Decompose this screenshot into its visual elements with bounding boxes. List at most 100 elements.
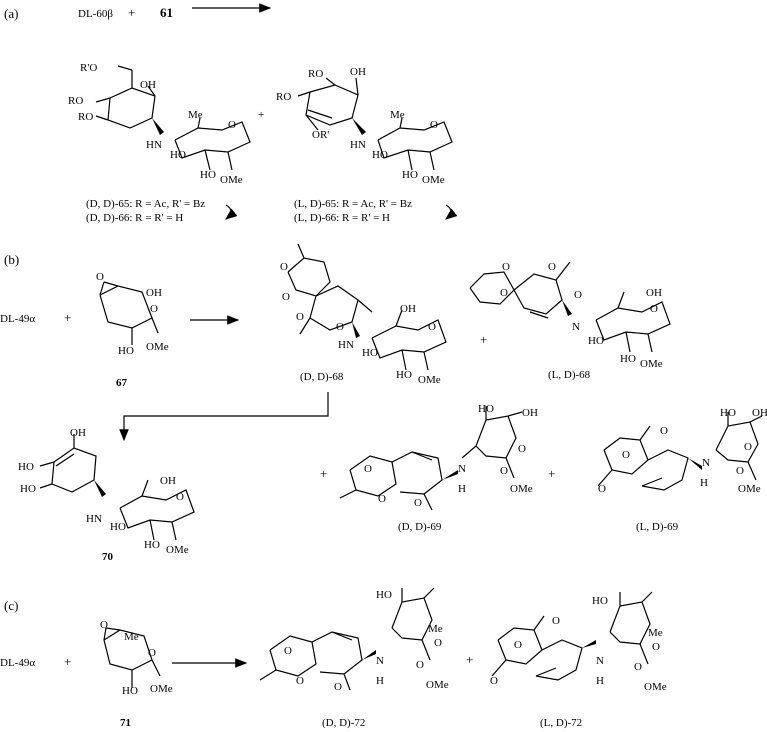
b-68ld-lbl-1: O bbox=[502, 261, 510, 273]
b-69dd-lbl-2: O bbox=[518, 443, 526, 455]
b-67-lbl-2: O bbox=[150, 303, 158, 315]
b-69ld-caption: (L, D)-69 bbox=[636, 521, 679, 533]
b-69ld-lbl-0: HO bbox=[720, 407, 736, 419]
a-left-lbl-1: OH bbox=[140, 79, 156, 91]
panel-b-plus-4: + bbox=[548, 466, 555, 481]
a-right-curved-arrow bbox=[445, 204, 458, 220]
b-69dd-caption: (D, D)-69 bbox=[398, 521, 442, 533]
b-70-lbl-1: HO bbox=[18, 461, 34, 473]
b-68ld-lbl-4: OH bbox=[646, 287, 662, 299]
b-68dd-lbl-8: HO bbox=[396, 369, 412, 381]
a-right-lbl-3: OR' bbox=[312, 129, 329, 141]
b-69ld-lbl-5: O bbox=[598, 483, 606, 495]
b-70-lbl-4: OH bbox=[160, 475, 176, 487]
b-68dd-lbl-2: O bbox=[296, 311, 304, 323]
b-70-num: 70 bbox=[102, 551, 114, 563]
c-71-lbl-0: O bbox=[100, 619, 108, 631]
a-right-lbl-6: HN bbox=[350, 139, 366, 151]
b-69ld-lbl-2: O bbox=[744, 441, 752, 453]
c-72dd-lbl-8: O bbox=[416, 659, 424, 671]
c-72dd-lbl-5: O bbox=[334, 681, 342, 693]
c-71-lbl-2: O bbox=[148, 647, 156, 659]
b-69dd-lbl-0: HO bbox=[478, 403, 494, 415]
panel-c-tag: (c) bbox=[4, 598, 18, 613]
b-68ld-lbl-0: O bbox=[500, 287, 508, 299]
a-left-lbl-6: HN bbox=[146, 139, 162, 151]
a-left-lbl-7: HO bbox=[170, 149, 186, 161]
c-72ld-lbl-6: N bbox=[596, 655, 604, 667]
b-68dd-lbl-6: HN bbox=[338, 339, 354, 351]
compound-67: O OH O HO OMe 67 bbox=[96, 271, 169, 389]
compound-71: O Me O HO OMe 71 bbox=[100, 619, 173, 729]
b-68dd-lbl-9: OMe bbox=[418, 374, 441, 386]
b-68dd-lbl-5: O bbox=[428, 321, 436, 333]
a-left-lbl-5: O bbox=[228, 119, 236, 131]
b-68ld-lbl-9: OMe bbox=[640, 358, 663, 370]
compound-69-dd: HO OH O O O O N H O OMe (D, D)-69 bbox=[339, 403, 538, 533]
panel-a-plus-mid: + bbox=[258, 109, 264, 121]
caption-ld-65: (L, D)-65: R = Ac, R' = Bz bbox=[294, 198, 412, 210]
a-right-lbl-9: OMe bbox=[422, 174, 445, 186]
b-69dd-lbl-3: O bbox=[364, 463, 372, 475]
b-69ld-lbl-1: OH bbox=[752, 407, 767, 419]
c-72ld-lbl-7: H bbox=[596, 675, 604, 687]
b-68dd-caption: (D, D)-68 bbox=[300, 371, 344, 383]
panel-c-reactant1: DL-49α bbox=[0, 657, 35, 669]
a-right-lbl-7: HO bbox=[372, 149, 388, 161]
a-left-lbl-3: RO bbox=[78, 111, 93, 123]
a-left-lbl-0: R'O bbox=[80, 62, 97, 74]
b-69ld-lbl-6: N bbox=[702, 457, 710, 469]
c-72dd-lbl-6: N bbox=[376, 655, 384, 667]
b-68dd-lbl-7: HO bbox=[362, 347, 378, 359]
compound-65-ld: RO OH RO OR' Me O HN HO HO OMe bbox=[276, 66, 453, 186]
a-left-lbl-2: RO bbox=[68, 95, 83, 107]
c-72ld-caption: (L, D)-72 bbox=[540, 717, 582, 729]
c-72ld-lbl-5: O bbox=[490, 675, 498, 687]
compound-69-ld: HO OH O O O O N H O OMe (L, D)-69 bbox=[597, 407, 767, 533]
b-69dd-lbl-1: OH bbox=[522, 407, 538, 419]
panel-c-plus: + bbox=[64, 654, 71, 669]
a-left-lbl-8: HO bbox=[200, 169, 216, 181]
b-70-lbl-5: O bbox=[176, 491, 184, 503]
c-71-lbl-3: HO bbox=[122, 685, 138, 697]
a-right-lbl-2: RO bbox=[276, 91, 291, 103]
compound-72-ld: HO Me O O O O N H O OMe (L, D)-72 bbox=[490, 591, 667, 729]
b-69dd-lbl-8: O bbox=[500, 465, 508, 477]
b-69dd-lbl-5: O bbox=[414, 497, 422, 509]
panel-b-plus-2: + bbox=[480, 332, 487, 347]
compound-68-dd: O O O O OH O HN HO HO OMe (D, D)-68 bbox=[280, 243, 447, 386]
caption-dd-65: (D, D)-65: R = Ac, R' = Bz bbox=[86, 198, 205, 210]
c-72ld-lbl-3: O bbox=[552, 615, 560, 627]
c-72dd-caption: (D, D)-72 bbox=[322, 717, 365, 729]
b-70-lbl-6: HO bbox=[110, 521, 126, 533]
panel-c-plus-2: + bbox=[466, 652, 473, 667]
b-68ld-lbl-3: O bbox=[574, 289, 582, 301]
c-72dd-lbl-1: Me bbox=[428, 623, 443, 635]
c-71-lbl-1: Me bbox=[124, 631, 139, 643]
compound-72-dd: HO Me O O O O N H O OMe (D, D)-72 bbox=[259, 587, 449, 729]
b-68ld-lbl-5: O bbox=[650, 303, 658, 315]
c-72ld-lbl-4: O bbox=[514, 639, 522, 651]
a-left-lbl-4: Me bbox=[188, 109, 203, 121]
b-69ld-lbl-7: H bbox=[700, 477, 708, 489]
b-67-num: 67 bbox=[116, 377, 128, 389]
b-67-lbl-0: O bbox=[96, 271, 104, 283]
a-right-lbl-8: HO bbox=[402, 169, 418, 181]
c-72dd-lbl-7: H bbox=[376, 675, 384, 687]
b-69ld-lbl-8: O bbox=[736, 465, 744, 477]
a-left-curved-arrow bbox=[225, 204, 238, 220]
b-70-lbl-2: HO bbox=[20, 483, 36, 495]
b-67-lbl-4: OMe bbox=[146, 341, 169, 353]
b-70-lbl-3: HN bbox=[86, 513, 102, 525]
compound-70: OH HO HO HN OH O HO HO OMe 70 bbox=[18, 427, 195, 563]
c-72ld-lbl-2: O bbox=[652, 641, 660, 653]
panel-b-plus: + bbox=[64, 310, 71, 325]
a-right-lbl-1: OH bbox=[350, 66, 366, 78]
a-right-lbl-5: O bbox=[430, 119, 438, 131]
panel-b-reactant1: DL-49α bbox=[0, 313, 35, 325]
panel-b-plus-3: + bbox=[320, 466, 327, 481]
b-68ld-lbl-2: O bbox=[548, 261, 556, 273]
b-68dd-lbl-4: OH bbox=[400, 303, 416, 315]
